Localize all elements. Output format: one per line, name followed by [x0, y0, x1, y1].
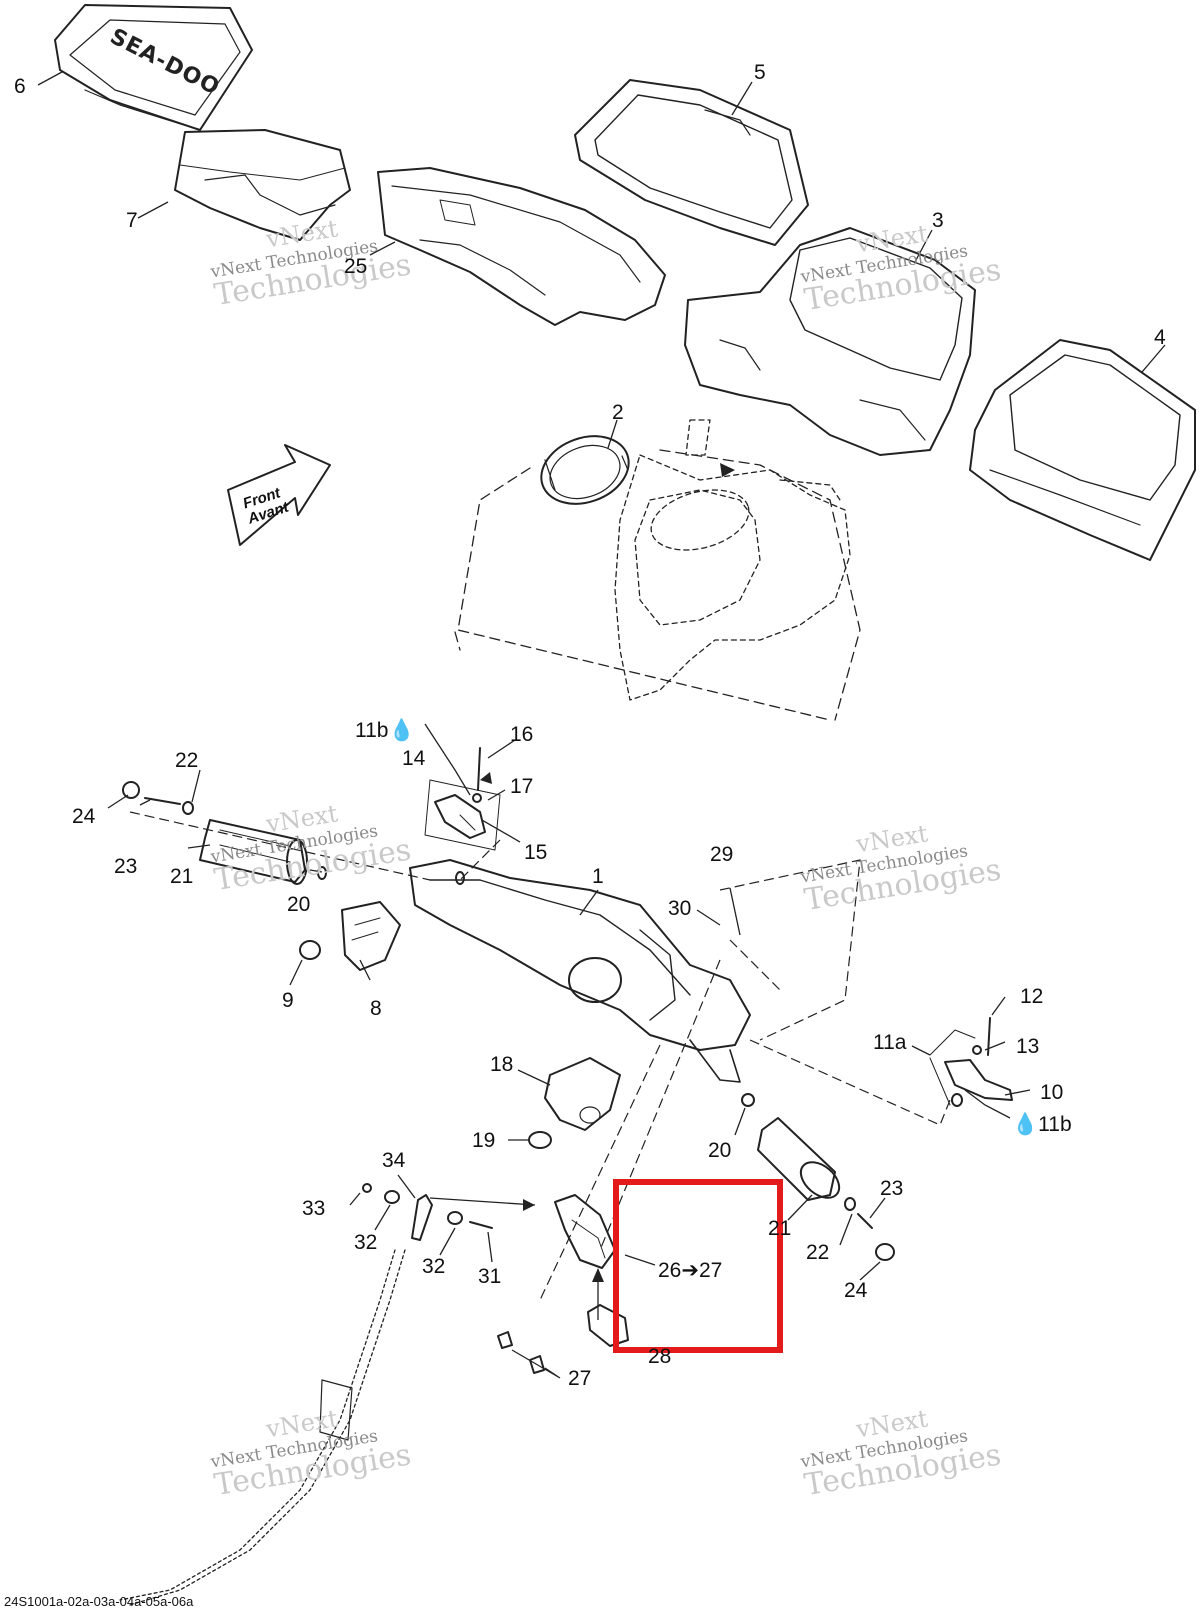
callout-16: 16: [510, 723, 534, 746]
part-9-nut: [299, 940, 321, 960]
callout-31: 31: [478, 1265, 502, 1288]
callout-24-left: 24: [72, 805, 96, 828]
part-22-right-washer: [844, 1197, 856, 1211]
callout-9: 9: [282, 989, 294, 1012]
callout-8: 8: [370, 997, 382, 1020]
part-24-left-cap: [122, 781, 140, 799]
part-21-right-grip: [757, 1117, 841, 1201]
part-16-pin: [477, 747, 481, 791]
callout-12: 12: [1020, 985, 1044, 1008]
part-5-bezel: [574, 79, 809, 246]
throttle-cable: [129, 1249, 406, 1606]
callout-15: 15: [524, 841, 548, 864]
part-6-cover: [54, 4, 253, 131]
callout-17: 17: [510, 775, 534, 798]
part-25-console: [377, 167, 666, 326]
part-18-plate: [544, 1057, 621, 1131]
bracket-10-group: [929, 1029, 976, 1106]
part-27-screw-b: [529, 1355, 545, 1374]
callout-11a: 11a: [873, 1031, 907, 1054]
callout-13: 13: [1016, 1035, 1040, 1058]
part-20-left-ring: [317, 866, 327, 880]
part-32-washer-a: [384, 1190, 400, 1204]
part-34-clevis: [411, 1194, 433, 1241]
callout-34: 34: [382, 1149, 406, 1172]
callout-32-a: 32: [354, 1231, 378, 1254]
callout-33: 33: [302, 1197, 326, 1220]
guide-lines: [129, 811, 951, 1301]
callout-23-left: 23: [114, 855, 138, 878]
callout-4: 4: [1154, 326, 1166, 349]
part-23-left-screw: [144, 797, 181, 805]
part-31-bolt: [469, 1221, 493, 1229]
callout-19: 19: [472, 1129, 496, 1152]
callout-11b-top: 11b💧: [355, 719, 415, 742]
arrow-heads: [480, 463, 735, 1282]
part-33-nut: [362, 1183, 372, 1193]
phantom-assembly: [614, 419, 851, 701]
callout-22-right: 22: [806, 1241, 830, 1264]
part-1-handlebar: [409, 859, 751, 1083]
part-15-bushing: [455, 871, 465, 885]
part-20-right-ring: [741, 1093, 755, 1107]
callout-21-right: 21: [768, 1217, 792, 1240]
callout-2: 2: [612, 401, 624, 424]
part-23-right-screw: [857, 1213, 873, 1229]
callout-28: 28: [648, 1345, 672, 1368]
cable-boot: [319, 1379, 353, 1441]
part-28: [587, 1304, 629, 1347]
highlight-box: [613, 1179, 783, 1353]
part-11b-bushing: [951, 1093, 963, 1107]
callout-6: 6: [14, 75, 26, 98]
part-3-housing: [684, 227, 976, 456]
part-22-left-washer: [182, 801, 194, 815]
callout-20-left: 20: [287, 893, 311, 916]
part-12-pin: [987, 1017, 991, 1056]
part-32-washer-b: [447, 1211, 463, 1225]
bracket-14-group: [424, 779, 501, 851]
phantom-dash-box: [454, 449, 861, 721]
callout-11b-right: 💧11b: [1012, 1113, 1072, 1136]
part-7-cover: [174, 129, 351, 241]
callout-18: 18: [490, 1053, 514, 1076]
part-2-ring: [540, 435, 630, 505]
leader-lines: [37, 71, 1166, 1379]
callout-22-left: 22: [175, 749, 199, 772]
callout-32-b: 32: [422, 1255, 446, 1278]
part-21-left-grip: [199, 819, 308, 885]
part-27-screw-a: [497, 1331, 513, 1349]
callout-29: 29: [710, 843, 734, 866]
callout-27: 27: [568, 1367, 592, 1390]
callout-5: 5: [754, 61, 766, 84]
callout-3: 3: [932, 209, 944, 232]
callout-1: 1: [592, 865, 604, 888]
part-10-lever: [944, 1059, 1013, 1101]
callout-10: 10: [1040, 1081, 1064, 1104]
part-19-nut: [528, 1131, 552, 1149]
callout-20-right: 20: [708, 1139, 732, 1162]
callout-26-to-27: 26➔27: [658, 1259, 723, 1282]
part-17-clip: [472, 793, 482, 803]
part-13-clip: [972, 1045, 982, 1055]
part-26-bracket: [554, 1194, 616, 1269]
reference-code: 24S1001a-02a-03a-04a-05a-06a: [4, 1594, 194, 1609]
callout-25: 25: [344, 255, 368, 278]
part-24-right-cap: [875, 1243, 895, 1261]
part-4-tray: [969, 339, 1196, 561]
callout-24-right: 24: [844, 1279, 868, 1302]
part-14-lever: [434, 794, 486, 839]
callout-7: 7: [126, 209, 138, 232]
callout-23-right: 23: [880, 1177, 904, 1200]
front-arrow: [227, 444, 331, 546]
part-8-plate: [341, 901, 401, 971]
callout-21-left: 21: [170, 865, 194, 888]
callout-14: 14: [402, 747, 426, 770]
callout-30: 30: [668, 897, 692, 920]
